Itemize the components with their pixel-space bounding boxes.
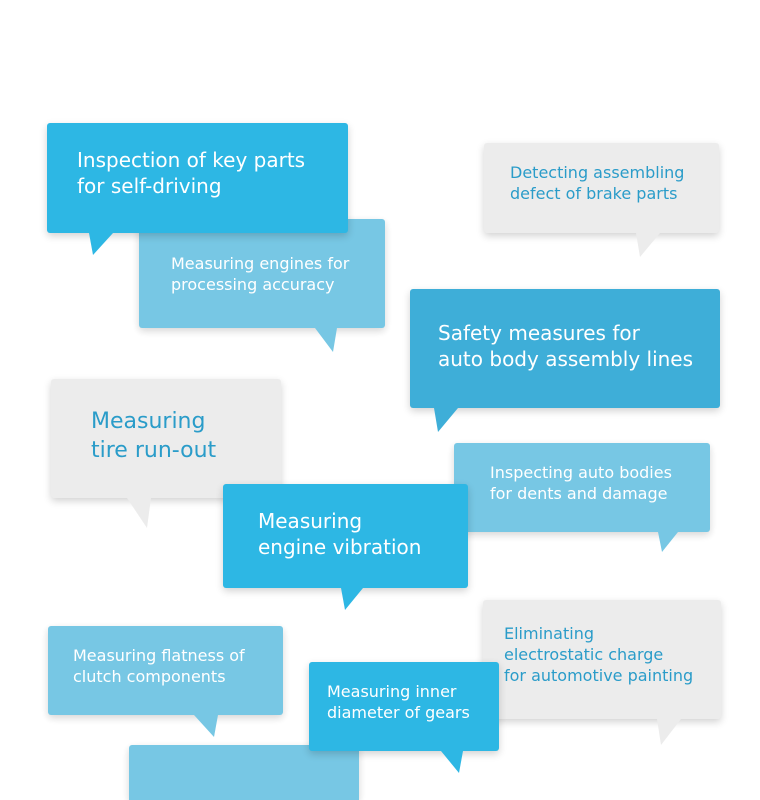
bubble-text: Measuring engine vibration — [258, 508, 421, 560]
bubble-line: auto body assembly lines — [438, 347, 694, 371]
bubble-brake-parts: Detecting assembling defect of brake par… — [484, 143, 719, 257]
bubble-line: Eliminating — [504, 624, 594, 643]
bubble-text: Measuring engines for processing accurac… — [171, 254, 349, 296]
bubble-auto-bodies: Inspecting auto bodies for dents and dam… — [454, 443, 710, 552]
bubble-line: for dents and damage — [490, 483, 668, 503]
bubble-partial-bottom — [129, 745, 359, 800]
bubble-line: diameter of gears — [327, 702, 470, 722]
bubble-line: electrostatic charge — [504, 644, 664, 664]
bubble-inspection-key-parts: Inspection of key parts for self-driving — [47, 123, 348, 255]
bubble-text: Inspecting auto bodies for dents and dam… — [490, 463, 672, 505]
bubble-line: Safety measures for — [438, 321, 640, 345]
bubble-tire-runout: Measuring tire run-out — [51, 379, 281, 528]
bubble-text: Detecting assembling defect of brake par… — [510, 163, 684, 205]
bubble-line: Inspecting auto bodies — [490, 463, 672, 482]
bubble-line: Measuring inner — [327, 682, 457, 701]
bubble-line: processing accuracy — [171, 274, 335, 294]
bubble-line: Inspection of key parts — [77, 148, 306, 172]
bubble-line: Measuring — [91, 409, 206, 434]
bubble-tail — [194, 715, 218, 737]
bubble-gear-diameter: Measuring inner diameter of gears — [309, 662, 499, 773]
bubble-line: tire run-out — [91, 437, 217, 463]
bubble-text: Inspection of key parts for self-driving — [77, 147, 305, 199]
bubble-clutch-components: Measuring flatness of clutch components — [48, 626, 283, 737]
bubble-safety-measures: Safety measures for auto body assembly l… — [410, 289, 720, 432]
bubble-electrostatic-charge: Eliminating electrostatic charge for aut… — [483, 600, 721, 745]
bubble-tail — [658, 532, 678, 552]
bubble-tail — [315, 328, 337, 352]
bubble-line: Detecting assembling — [510, 163, 685, 182]
bubble-line: Measuring flatness of — [73, 646, 245, 665]
bubble-text: Measuring tire run-out — [91, 408, 216, 465]
bubble-tail — [657, 719, 681, 745]
bubble-text: Measuring flatness of clutch components — [73, 646, 245, 688]
bubble-line: defect of brake parts — [510, 183, 678, 203]
bubble-line: Measuring — [258, 509, 363, 533]
bubble-measuring-engines: Measuring engines for processing accurac… — [139, 219, 385, 352]
bubble-tail — [341, 588, 363, 610]
bubble-engine-vibration: Measuring engine vibration — [223, 484, 468, 610]
bubble-tail — [89, 233, 113, 255]
bubble-tail — [127, 498, 151, 528]
bubble-tail — [434, 408, 458, 432]
bubble-text: Safety measures for auto body assembly l… — [438, 320, 693, 372]
bubble-line: engine vibration — [258, 535, 422, 559]
bubble-text: Eliminating electrostatic charge for aut… — [504, 624, 693, 686]
bubble-line: for self-driving — [77, 174, 222, 198]
bubble-text: Measuring inner diameter of gears — [327, 682, 470, 724]
bubble-line: for automotive painting — [504, 665, 694, 685]
bubble-line: clutch components — [73, 666, 226, 686]
bubble-line: Measuring engines for — [171, 254, 350, 273]
bubble-tail — [636, 233, 660, 257]
bubble-tail — [441, 751, 463, 773]
